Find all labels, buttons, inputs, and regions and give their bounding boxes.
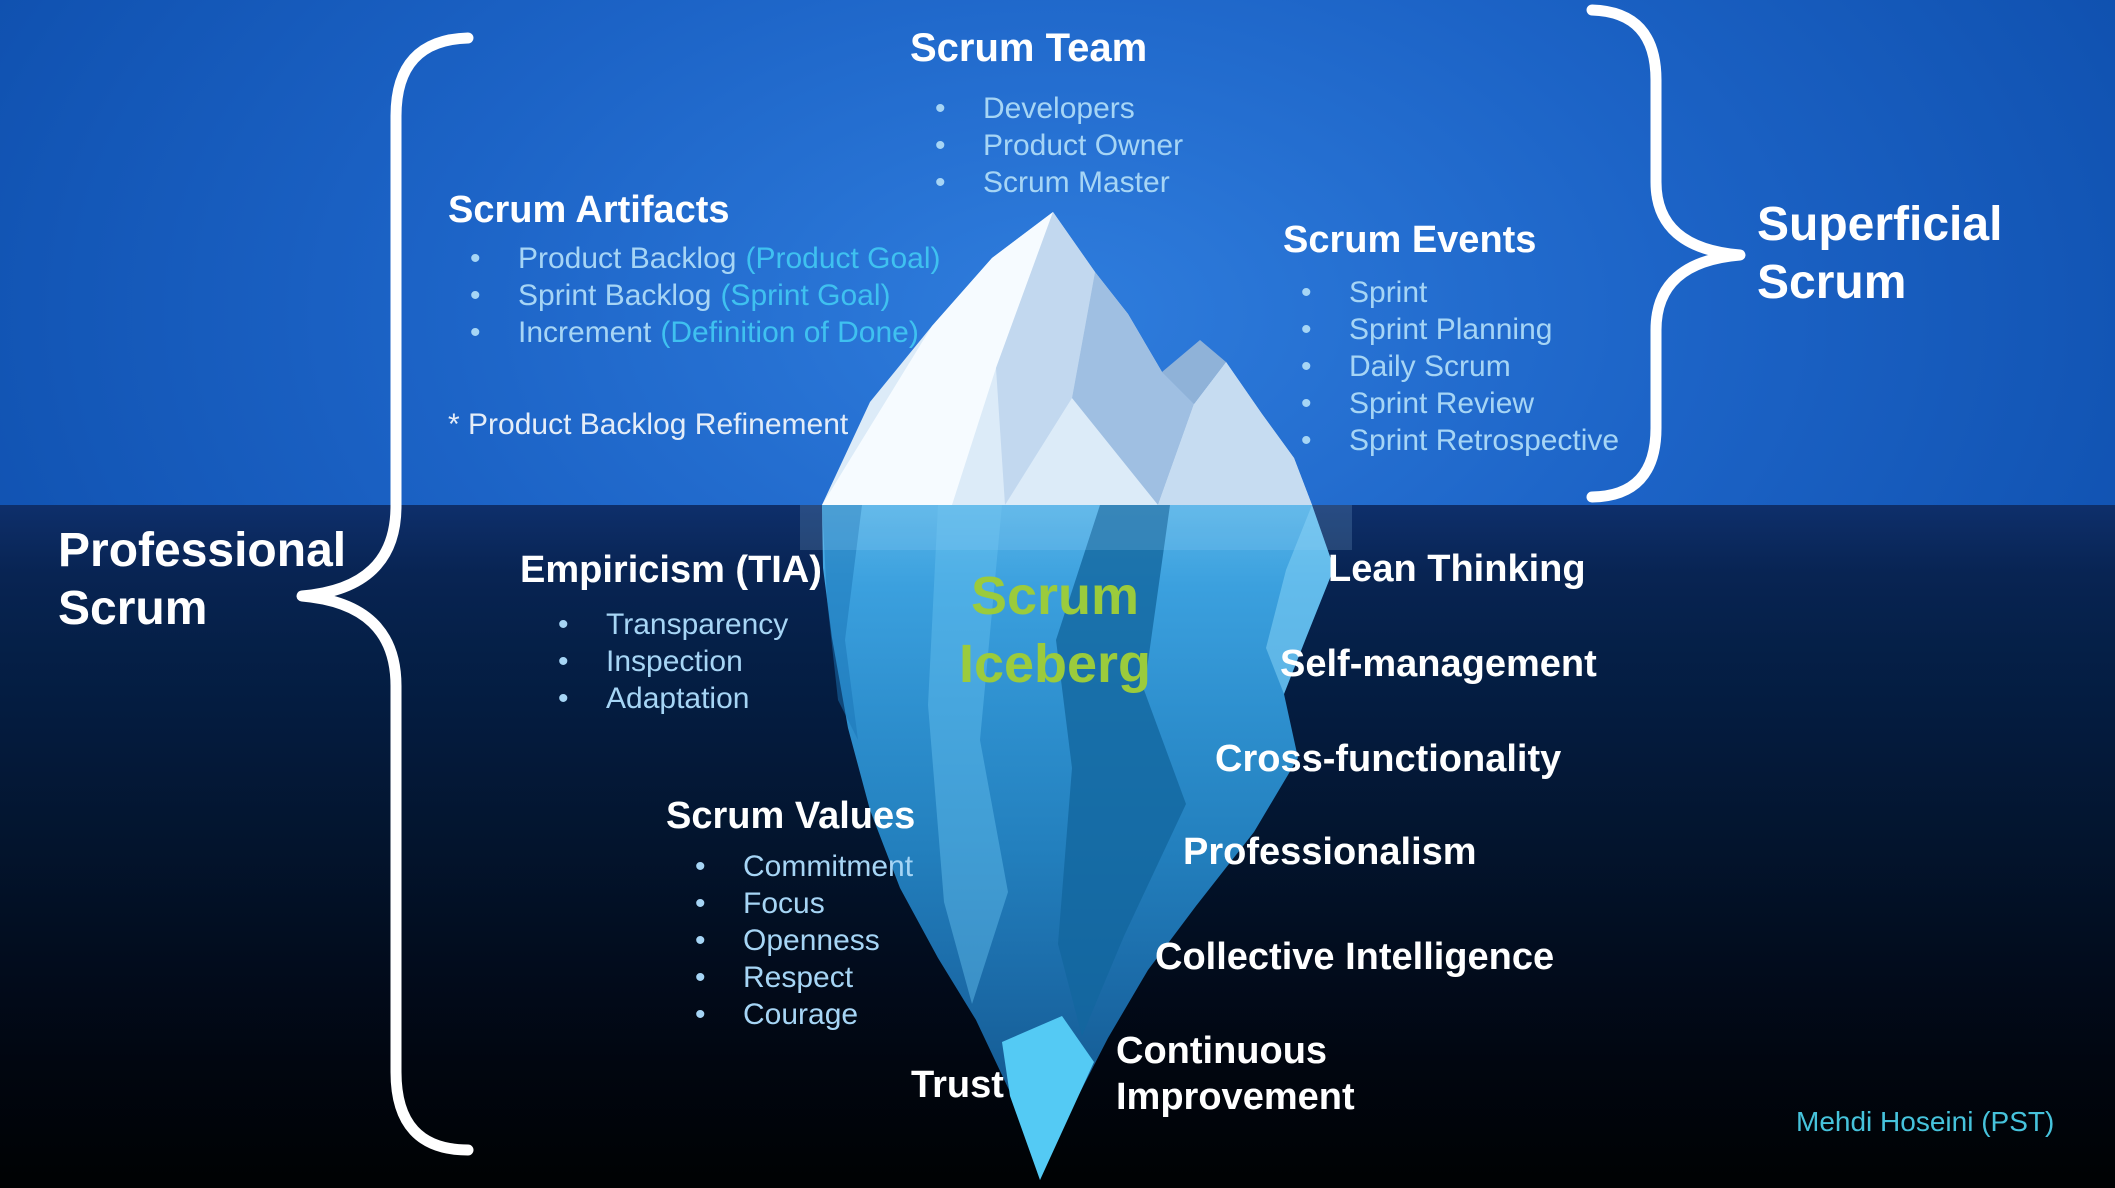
bullet-icon [1301,348,1349,385]
bullet-icon [695,922,743,959]
superficial-scrum-line1: Superficial [1757,198,2003,251]
bullet-icon [1301,385,1349,422]
list-item: Increment(Definition of Done) [470,314,941,351]
bullet-icon [470,240,518,277]
bullet-icon [470,277,518,314]
scrum-iceberg-line2: Iceberg [958,634,1152,694]
bullet-icon [470,314,518,351]
list-item-label: Sprint Backlog [518,279,712,312]
bullet-icon [1301,311,1349,348]
trust-label: Trust [911,1064,1004,1106]
bullet-icon [695,996,743,1033]
list-item: Inspection [558,643,788,680]
scrum-events-title: Scrum Events [1283,219,1537,261]
lean-thinking-label: Lean Thinking [1328,548,1586,590]
scrum-team-list: Developers Product Owner Scrum Master [935,90,1183,201]
collective-intelligence-label: Collective Intelligence [1155,936,1555,978]
bullet-icon [935,164,983,201]
list-item-label: Commitment [743,850,914,883]
list-item: Openness [695,922,913,959]
list-item: Developers [935,90,1183,127]
self-management-label: Self-management [1280,643,1597,685]
list-item-label: Respect [743,961,854,994]
iceberg-bright-tip [1002,1016,1094,1180]
list-item-label: Daily Scrum [1349,350,1511,383]
list-item-label: Product Backlog [518,242,737,275]
list-item: Sprint [1301,274,1619,311]
scrum-artifacts-list: Product Backlog(Product Goal) Sprint Bac… [470,240,941,351]
list-item: Sprint Planning [1301,311,1619,348]
list-item: Sprint Backlog(Sprint Goal) [470,277,941,314]
empiricism-title: Empiricism (TIA) [520,549,822,591]
list-item-label: Sprint [1349,276,1428,309]
list-item-label: Focus [743,887,825,920]
list-item-label: Inspection [606,645,743,678]
scrum-events-list: Sprint Sprint Planning Daily Scrum Sprin… [1301,274,1619,459]
scrum-team-title: Scrum Team [910,26,1148,70]
list-item: Commitment [695,848,913,885]
list-item-label: Developers [983,92,1135,125]
list-item-label: Openness [743,924,880,957]
list-item-label: Increment [518,316,652,349]
bullet-icon [558,643,606,680]
professional-scrum-line1: Professional [58,524,347,577]
scrum-values-list: Commitment Focus Openness Respect Courag… [695,848,913,1033]
list-item-label: Adaptation [606,682,750,715]
superficial-scrum-label: Superficial Scrum [1757,196,2002,312]
left-brace [296,32,474,1156]
list-item: Sprint Retrospective [1301,422,1619,459]
list-item-note: (Product Goal) [745,242,941,275]
list-item-label: Transparency [606,608,789,641]
list-item-label: Courage [743,998,859,1031]
list-item: Product Backlog(Product Goal) [470,240,941,277]
list-item-label: Sprint Retrospective [1349,424,1620,457]
bullet-icon [695,959,743,996]
empiricism-list: Transparency Inspection Adaptation [558,606,788,717]
bullet-icon [935,90,983,127]
scrum-iceberg-center-label: Scrum Iceberg [930,562,1180,698]
superficial-scrum-line2: Scrum [1757,256,1907,309]
bullet-icon [1301,422,1349,459]
iceberg-below-water [800,505,1352,1180]
professional-scrum-label: Professional Scrum [58,522,346,638]
list-item: Product Owner [935,127,1183,164]
bullet-icon [695,885,743,922]
bullet-icon [935,127,983,164]
list-item: Courage [695,996,913,1033]
list-item-label: Sprint Planning [1349,313,1553,346]
professionalism-label: Professionalism [1183,831,1477,873]
list-item-label: Product Owner [983,129,1184,162]
iceberg-above-water [822,212,1312,505]
right-brace [1586,4,1746,503]
scrum-artifacts-title: Scrum Artifacts [448,189,730,231]
list-item: Focus [695,885,913,922]
list-item: Transparency [558,606,788,643]
list-item: Daily Scrum [1301,348,1619,385]
scrum-values-title: Scrum Values [666,795,916,837]
professional-scrum-line2: Scrum [58,582,208,635]
scrum-iceberg-line1: Scrum [970,566,1140,626]
author-credit: Mehdi Hoseini (PST) [1796,1106,2055,1137]
list-item-note: (Sprint Goal) [720,279,891,312]
cross-functionality-label: Cross-functionality [1215,738,1562,780]
product-backlog-refinement-footnote: * Product Backlog Refinement [448,408,849,441]
list-item: Scrum Master [935,164,1183,201]
list-item: Adaptation [558,680,788,717]
bullet-icon [558,606,606,643]
bullet-icon [558,680,606,717]
list-item: Sprint Review [1301,385,1619,422]
continuous-improvement-label: Continuous Improvement [1116,1030,1355,1118]
list-item-label: Scrum Master [983,166,1170,199]
list-item-note: (Definition of Done) [660,316,919,349]
bullet-icon [1301,274,1349,311]
list-item: Respect [695,959,913,996]
list-item-label: Sprint Review [1349,387,1535,420]
bullet-icon [695,848,743,885]
